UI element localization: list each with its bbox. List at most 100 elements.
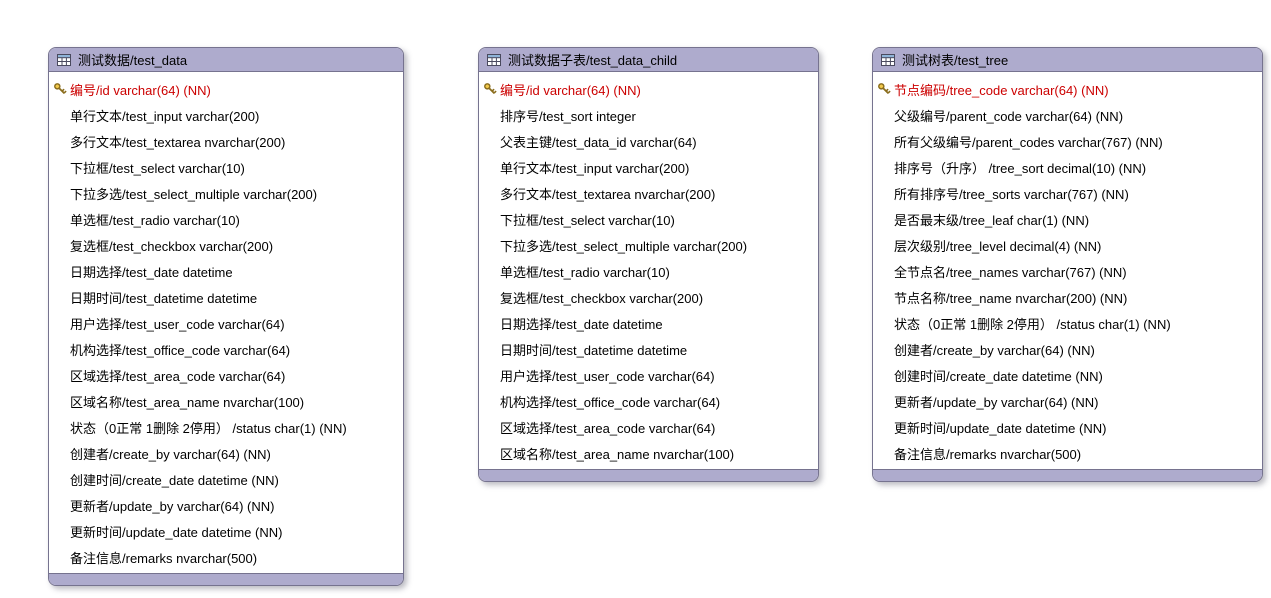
field-row[interactable]: 创建者/create_by varchar(64) (NN): [49, 440, 403, 466]
field-label: 创建时间/create_date datetime (NN): [70, 472, 279, 488]
primary-key-icon: [873, 81, 894, 97]
field-row[interactable]: 单行文本/test_input varchar(200): [479, 154, 818, 180]
field-label: 备注信息/remarks nvarchar(500): [894, 446, 1082, 462]
field-label: 是否最末级/tree_leaf char(1) (NN): [894, 212, 1090, 228]
field-label: 节点编码/tree_code varchar(64) (NN): [894, 82, 1109, 98]
field-row[interactable]: 机构选择/test_office_code varchar(64): [49, 336, 403, 362]
field-row[interactable]: 父表主键/test_data_id varchar(64): [479, 128, 818, 154]
field-row[interactable]: 多行文本/test_textarea nvarchar(200): [49, 128, 403, 154]
field-label: 单选框/test_radio varchar(10): [500, 264, 670, 280]
field-row[interactable]: 日期选择/test_date datetime: [49, 258, 403, 284]
field-label: 区域选择/test_area_code varchar(64): [500, 420, 716, 436]
entity-test_tree[interactable]: 测试树表/test_tree 节点编码/tree_code varchar(64)…: [872, 47, 1263, 482]
field-row[interactable]: 机构选择/test_office_code varchar(64): [479, 388, 818, 414]
field-label: 更新时间/update_date datetime (NN): [894, 420, 1107, 436]
field-row[interactable]: 复选框/test_checkbox varchar(200): [49, 232, 403, 258]
field-label: 创建者/create_by varchar(64) (NN): [894, 342, 1095, 358]
field-row-primary-key[interactable]: 编号/id varchar(64) (NN): [479, 76, 818, 102]
entity-test_data_child[interactable]: 测试数据子表/test_data_child 编号/id varchar(64) …: [478, 47, 819, 482]
field-row[interactable]: 是否最末级/tree_leaf char(1) (NN): [873, 206, 1262, 232]
field-label: 区域名称/test_area_name nvarchar(100): [500, 446, 735, 462]
field-row[interactable]: 区域名称/test_area_name nvarchar(100): [49, 388, 403, 414]
field-row[interactable]: 区域选择/test_area_code varchar(64): [479, 414, 818, 440]
field-label: 备注信息/remarks nvarchar(500): [70, 550, 258, 566]
field-label: 机构选择/test_office_code varchar(64): [70, 342, 291, 358]
field-row[interactable]: 下拉框/test_select varchar(10): [479, 206, 818, 232]
field-row[interactable]: 用户选择/test_user_code varchar(64): [479, 362, 818, 388]
field-row[interactable]: 排序号（升序） /tree_sort decimal(10) (NN): [873, 154, 1262, 180]
field-row[interactable]: 单选框/test_radio varchar(10): [479, 258, 818, 284]
field-label: 所有父级编号/parent_codes varchar(767) (NN): [894, 134, 1163, 150]
entity-footer: [479, 469, 818, 481]
field-label: 全节点名/tree_names varchar(767) (NN): [894, 264, 1127, 280]
field-row[interactable]: 备注信息/remarks nvarchar(500): [49, 544, 403, 570]
field-label: 更新者/update_by varchar(64) (NN): [70, 498, 275, 514]
entity-footer: [873, 469, 1262, 481]
field-label: 日期时间/test_datetime datetime: [500, 342, 688, 358]
field-row[interactable]: 日期选择/test_date datetime: [479, 310, 818, 336]
field-row[interactable]: 排序号/test_sort integer: [479, 102, 818, 128]
field-label: 状态（0正常 1删除 2停用） /status char(1) (NN): [70, 420, 347, 436]
field-label: 创建者/create_by varchar(64) (NN): [70, 446, 271, 462]
field-row[interactable]: 所有父级编号/parent_codes varchar(767) (NN): [873, 128, 1262, 154]
field-row[interactable]: 多行文本/test_textarea nvarchar(200): [479, 180, 818, 206]
field-label: 编号/id varchar(64) (NN): [70, 82, 211, 98]
field-label: 日期选择/test_date datetime: [70, 264, 233, 280]
field-label: 更新时间/update_date datetime (NN): [70, 524, 283, 540]
field-row[interactable]: 备注信息/remarks nvarchar(500): [873, 440, 1262, 466]
field-row[interactable]: 全节点名/tree_names varchar(767) (NN): [873, 258, 1262, 284]
field-row[interactable]: 下拉框/test_select varchar(10): [49, 154, 403, 180]
table-icon: [57, 53, 71, 66]
field-row[interactable]: 区域选择/test_area_code varchar(64): [49, 362, 403, 388]
field-row-primary-key[interactable]: 编号/id varchar(64) (NN): [49, 76, 403, 102]
field-label: 区域名称/test_area_name nvarchar(100): [70, 394, 305, 410]
field-label: 复选框/test_checkbox varchar(200): [500, 290, 704, 306]
field-label: 区域选择/test_area_code varchar(64): [70, 368, 286, 384]
entity-test_data[interactable]: 测试数据/test_data 编号/id varchar(64) (NN) 单行文本…: [48, 47, 404, 586]
field-label: 更新者/update_by varchar(64) (NN): [894, 394, 1099, 410]
field-row[interactable]: 复选框/test_checkbox varchar(200): [479, 284, 818, 310]
field-row[interactable]: 日期时间/test_datetime datetime: [479, 336, 818, 362]
field-row[interactable]: 节点名称/tree_name nvarchar(200) (NN): [873, 284, 1262, 310]
field-label: 节点名称/tree_name nvarchar(200) (NN): [894, 290, 1128, 306]
field-row[interactable]: 更新者/update_by varchar(64) (NN): [873, 388, 1262, 414]
field-row[interactable]: 单选框/test_radio varchar(10): [49, 206, 403, 232]
entity-header-test_tree[interactable]: 测试树表/test_tree: [873, 48, 1262, 72]
field-label: 日期时间/test_datetime datetime: [70, 290, 258, 306]
entity-title: 测试树表/test_tree: [902, 53, 1009, 68]
field-row[interactable]: 下拉多选/test_select_multiple varchar(200): [49, 180, 403, 206]
field-row[interactable]: 单行文本/test_input varchar(200): [49, 102, 403, 128]
field-row[interactable]: 所有排序号/tree_sorts varchar(767) (NN): [873, 180, 1262, 206]
field-row[interactable]: 创建时间/create_date datetime (NN): [49, 466, 403, 492]
field-label: 创建时间/create_date datetime (NN): [894, 368, 1103, 384]
field-row[interactable]: 层次级别/tree_level decimal(4) (NN): [873, 232, 1262, 258]
field-row[interactable]: 创建者/create_by varchar(64) (NN): [873, 336, 1262, 362]
entity-header-test_data_child[interactable]: 测试数据子表/test_data_child: [479, 48, 818, 72]
field-row[interactable]: 更新时间/update_date datetime (NN): [873, 414, 1262, 440]
entity-footer: [49, 573, 403, 585]
field-row-primary-key[interactable]: 节点编码/tree_code varchar(64) (NN): [873, 76, 1262, 102]
field-label: 下拉多选/test_select_multiple varchar(200): [70, 186, 318, 202]
field-row[interactable]: 更新时间/update_date datetime (NN): [49, 518, 403, 544]
field-row[interactable]: 日期时间/test_datetime datetime: [49, 284, 403, 310]
field-label: 单选框/test_radio varchar(10): [70, 212, 240, 228]
field-row[interactable]: 状态（0正常 1删除 2停用） /status char(1) (NN): [49, 414, 403, 440]
field-row[interactable]: 状态（0正常 1删除 2停用） /status char(1) (NN): [873, 310, 1262, 336]
field-row[interactable]: 区域名称/test_area_name nvarchar(100): [479, 440, 818, 466]
field-label: 机构选择/test_office_code varchar(64): [500, 394, 721, 410]
field-label: 日期选择/test_date datetime: [500, 316, 663, 332]
field-row[interactable]: 父级编号/parent_code varchar(64) (NN): [873, 102, 1262, 128]
field-label: 父级编号/parent_code varchar(64) (NN): [894, 108, 1124, 124]
field-row[interactable]: 用户选择/test_user_code varchar(64): [49, 310, 403, 336]
field-label: 编号/id varchar(64) (NN): [500, 82, 641, 98]
primary-key-icon: [479, 81, 500, 97]
field-row[interactable]: 更新者/update_by varchar(64) (NN): [49, 492, 403, 518]
entity-field-list: 编号/id varchar(64) (NN) 单行文本/test_input va…: [49, 72, 403, 573]
field-label: 下拉框/test_select varchar(10): [70, 160, 245, 176]
field-row[interactable]: 创建时间/create_date datetime (NN): [873, 362, 1262, 388]
field-label: 单行文本/test_input varchar(200): [70, 108, 260, 124]
field-row[interactable]: 下拉多选/test_select_multiple varchar(200): [479, 232, 818, 258]
field-label: 所有排序号/tree_sorts varchar(767) (NN): [894, 186, 1129, 202]
entity-header-test_data[interactable]: 测试数据/test_data: [49, 48, 403, 72]
